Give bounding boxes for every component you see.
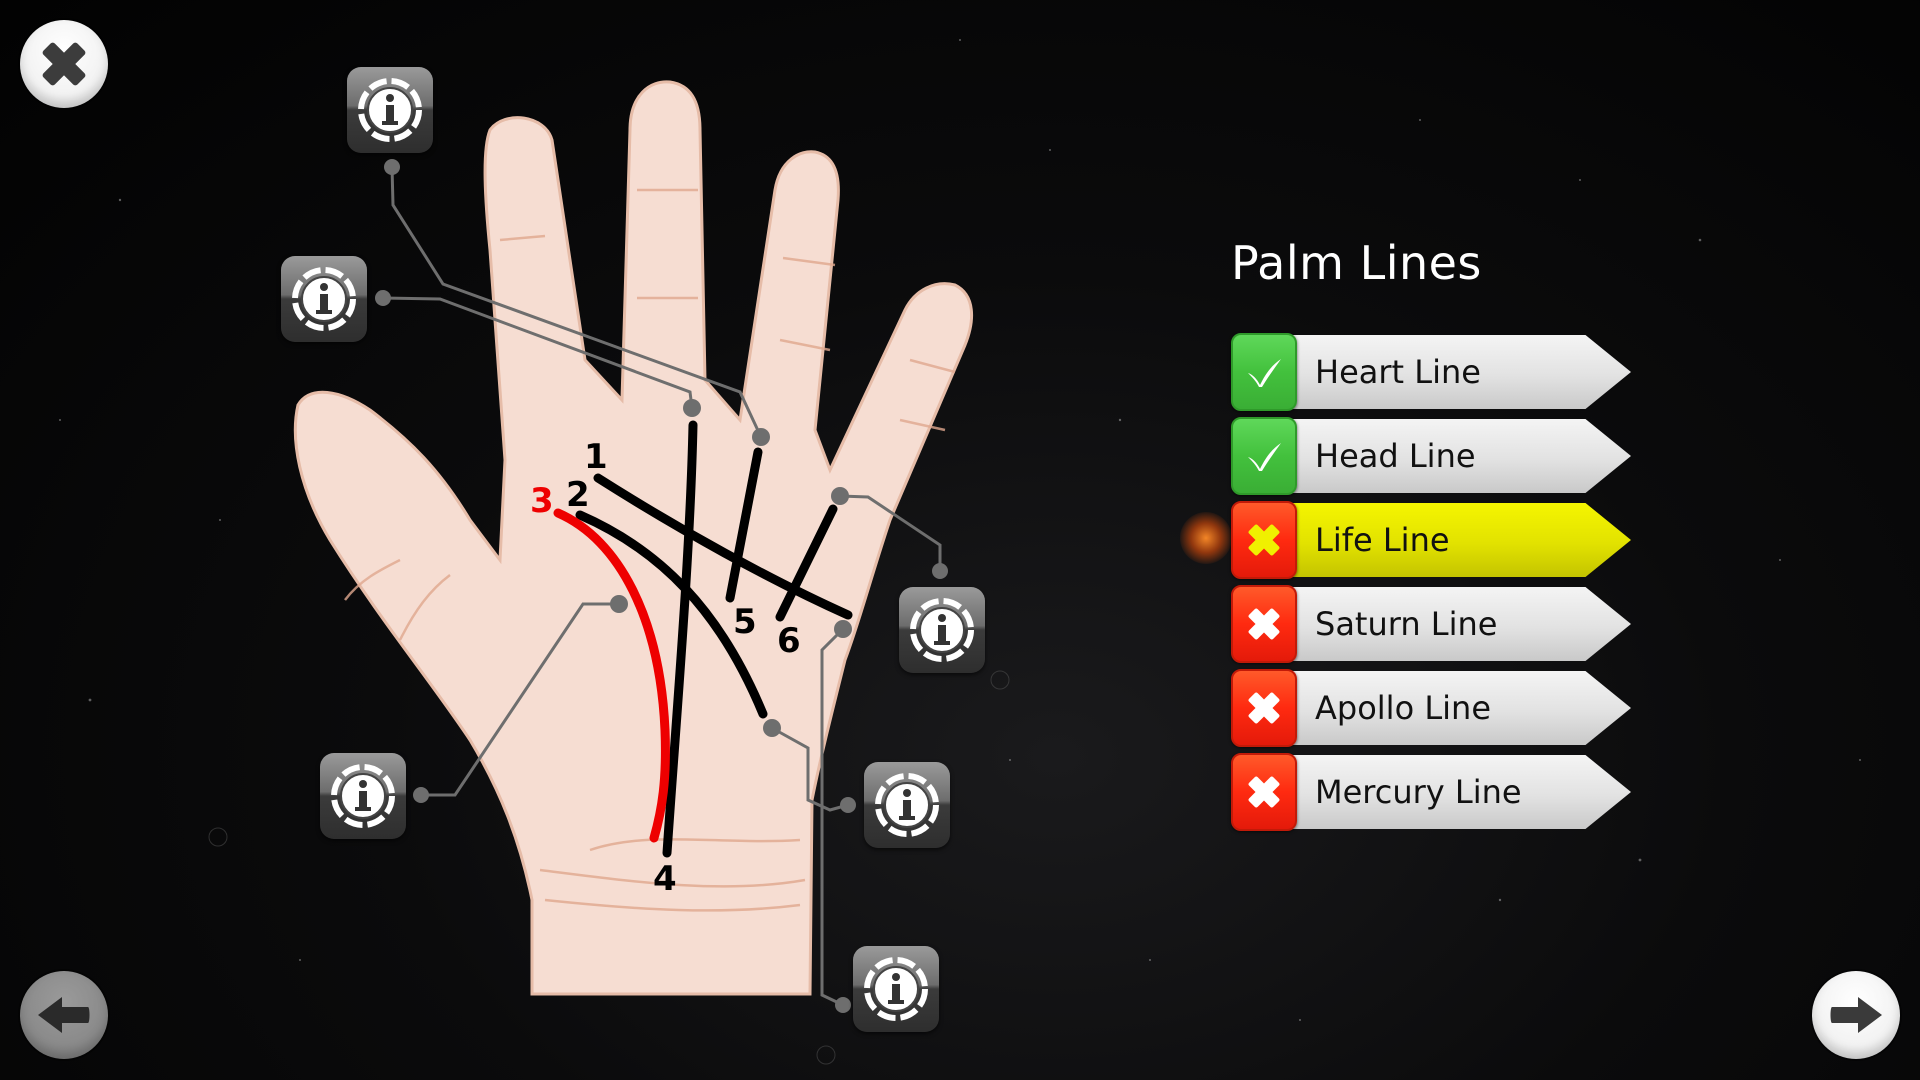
cross-icon [1248,524,1280,556]
item-label: Saturn Line [1315,605,1498,643]
item-tag [1281,755,1631,829]
info-button-4[interactable] [899,587,985,673]
list-item-head-line[interactable]: Head Line [1231,417,1631,495]
status-badge [1231,753,1297,831]
status-badge [1231,501,1297,579]
palm-line-3[interactable] [553,508,670,843]
close-icon [42,42,86,86]
item-label: Mercury Line [1315,773,1522,811]
status-badge [1231,333,1297,411]
list-item-saturn-line[interactable]: Saturn Line [1231,585,1631,663]
status-badge [1231,417,1297,495]
palm-line-4[interactable] [662,420,698,858]
selection-glow [1180,512,1232,564]
line-number-3: 3 [530,481,554,521]
line-number-5: 5 [733,602,757,642]
item-tag [1281,587,1631,661]
item-tag [1281,335,1631,409]
info-icon [864,957,928,1021]
checkmark-icon [1248,443,1281,471]
list-item-mercury-line[interactable]: Mercury Line [1231,753,1631,831]
next-button[interactable] [1812,971,1900,1059]
item-tag [1281,419,1631,493]
line-number-1: 1 [584,437,608,477]
close-button[interactable] [20,20,108,108]
palm-lines-list: Heart Line Head Line Life Line [1231,333,1631,837]
status-badge [1231,585,1297,663]
item-label: Apollo Line [1315,689,1491,727]
item-tag [1281,671,1631,745]
palm-line-5[interactable] [725,447,763,603]
line-number-2: 2 [566,475,590,515]
info-icon [910,598,974,662]
list-item-heart-line[interactable]: Heart Line [1231,333,1631,411]
cross-icon [1248,608,1280,640]
info-button-1[interactable] [347,67,433,153]
info-button-6[interactable] [853,946,939,1032]
item-label: Heart Line [1315,353,1481,391]
line-number-6: 6 [777,621,801,661]
item-label: Head Line [1315,437,1476,475]
info-button-2[interactable] [281,256,367,342]
item-tag-selected [1281,503,1631,577]
status-badge [1231,669,1297,747]
palm-line-6[interactable] [775,504,838,622]
item-label: Life Line [1315,521,1450,559]
back-button[interactable] [20,971,108,1059]
list-item-life-line[interactable]: Life Line [1231,501,1631,579]
info-icon [292,267,356,331]
palm-line-1[interactable] [593,473,853,620]
connector-dots [375,159,948,1013]
cross-icon [1248,776,1280,808]
hand-illustration [293,80,974,996]
info-icon [875,773,939,837]
arrow-left-icon [38,997,90,1033]
info-button-3[interactable] [320,753,406,839]
cross-icon [1248,692,1280,724]
arrow-right-icon [1830,997,1882,1033]
info-icon [331,764,395,828]
line-number-4: 4 [653,859,677,899]
list-item-apollo-line[interactable]: Apollo Line [1231,669,1631,747]
info-button-5[interactable] [864,762,950,848]
panel-title: Palm Lines [1231,236,1482,290]
checkmark-icon [1248,359,1281,387]
info-icon [358,78,422,142]
